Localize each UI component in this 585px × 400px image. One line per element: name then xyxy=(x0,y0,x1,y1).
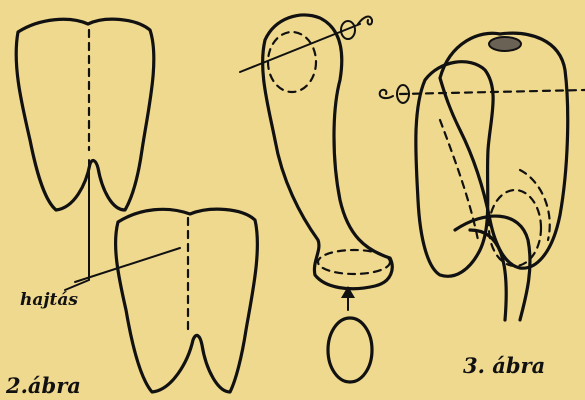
middle-inner-circle xyxy=(268,32,316,92)
middle-bottom-oval xyxy=(328,318,372,382)
fig3-dashed-ellipse xyxy=(489,190,541,266)
fig3-figure xyxy=(380,33,585,320)
middle-base-ellipse xyxy=(318,250,390,274)
middle-figure xyxy=(240,15,392,382)
fold-leader-lines xyxy=(65,160,180,290)
fig2-upper-tooth xyxy=(16,19,154,210)
figure3-caption: 3. ábra xyxy=(463,353,545,378)
fig3-shaded-patch xyxy=(489,37,521,51)
figure2-caption: 2.ábra xyxy=(6,373,81,398)
fig3-strand-2 xyxy=(470,230,506,320)
fig3-pin-curl-icon xyxy=(380,90,393,98)
fig2-lower-tooth xyxy=(116,209,258,392)
fold-label: hajtás xyxy=(20,290,78,310)
